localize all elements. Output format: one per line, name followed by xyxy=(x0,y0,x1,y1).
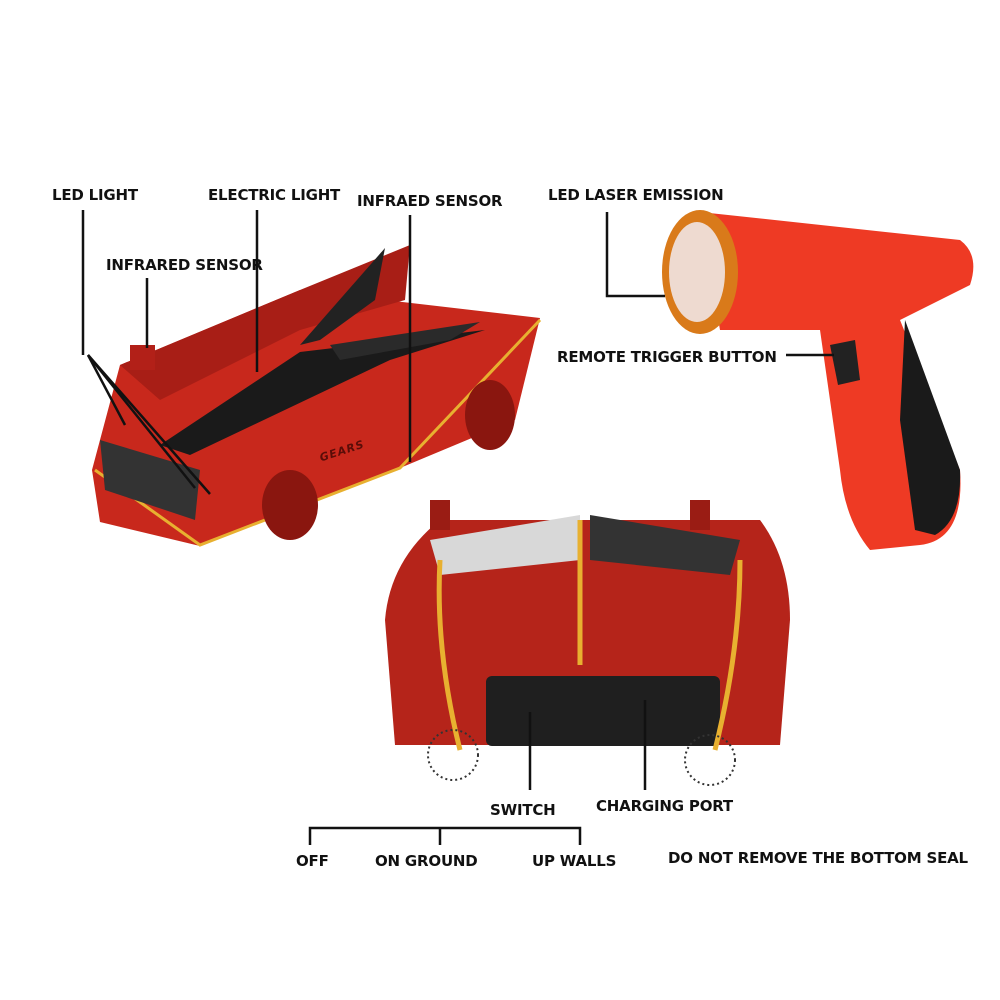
leader-lines xyxy=(81,210,834,845)
label-remote-trigger-button: REMOTE TRIGGER BUTTON xyxy=(557,348,777,366)
label-electric-light: ELECTRIC LIGHT xyxy=(208,186,341,204)
label-up-walls: UP WALLS xyxy=(532,852,617,870)
laser-remote-gun xyxy=(662,210,974,550)
wall-car-side-view xyxy=(92,245,542,547)
label-bottom-seal: DO NOT REMOVE THE BOTTOM SEAL xyxy=(668,849,968,867)
label-off: OFF xyxy=(296,852,329,870)
label-switch: SWITCH xyxy=(490,801,556,819)
label-led-light: LED LIGHT xyxy=(52,186,138,204)
wall-car-rear-view xyxy=(385,500,790,786)
label-on-ground: ON GROUND xyxy=(375,852,478,870)
seal-marker-right xyxy=(684,734,736,786)
label-infrared-sensor: INFRARED SENSOR xyxy=(106,256,263,274)
label-led-laser-emission: LED LASER EMISSION xyxy=(548,186,724,204)
seal-marker-left xyxy=(427,729,479,781)
label-charging-port: CHARGING PORT xyxy=(596,797,733,815)
label-infraed-sensor: INFRAED SENSOR xyxy=(357,192,503,210)
